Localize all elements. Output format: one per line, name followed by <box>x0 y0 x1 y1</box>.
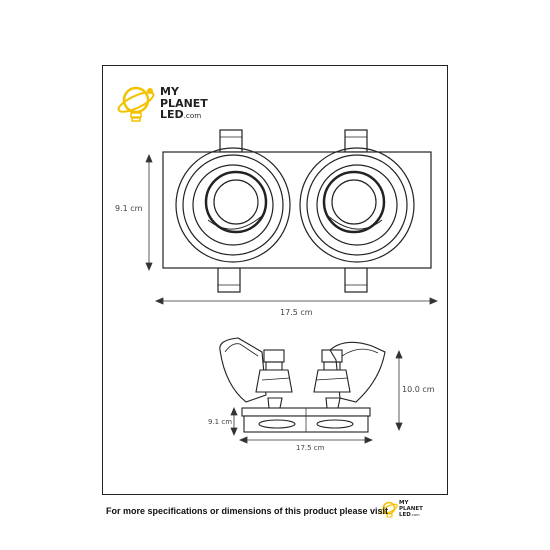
planet-bulb-icon <box>117 86 155 122</box>
side-height-label: 10.0 cm <box>402 385 435 394</box>
logo-line-3: LED <box>160 108 184 122</box>
brand-logo: MY PLANET LED.com <box>160 86 208 121</box>
side-view-drawing <box>219 337 386 433</box>
side-width-label: 17.5 cm <box>296 444 325 452</box>
logo-suffix: .com <box>183 111 202 121</box>
footer-text: For more specifications or dimensions of… <box>106 506 389 516</box>
side-height-dimension <box>395 349 403 432</box>
top-height-label: 9.1 cm <box>115 204 143 213</box>
footer-logo-line-1: MY <box>399 500 409 506</box>
side-width-dimension <box>238 436 374 444</box>
logo-line-2: PLANET <box>160 96 208 110</box>
top-width-label: 17.5 cm <box>280 308 313 317</box>
top-height-dimension <box>145 153 153 272</box>
footer-logo-suffix: .com <box>410 512 420 517</box>
footer-brand-logo[interactable]: MY PLANET LED.com <box>399 500 423 518</box>
footer-logo-line-2: PLANET <box>399 505 423 512</box>
logo-line-1: MY <box>160 85 179 98</box>
side-depth-label: 9.1 cm <box>208 418 233 426</box>
footer-bulb-icon <box>380 501 398 518</box>
footer-logo-line-3: LED <box>399 511 411 518</box>
top-view-drawing <box>162 129 432 293</box>
top-width-dimension <box>154 297 439 305</box>
drawing-frame <box>102 65 448 495</box>
side-depth-dimension <box>230 406 238 437</box>
